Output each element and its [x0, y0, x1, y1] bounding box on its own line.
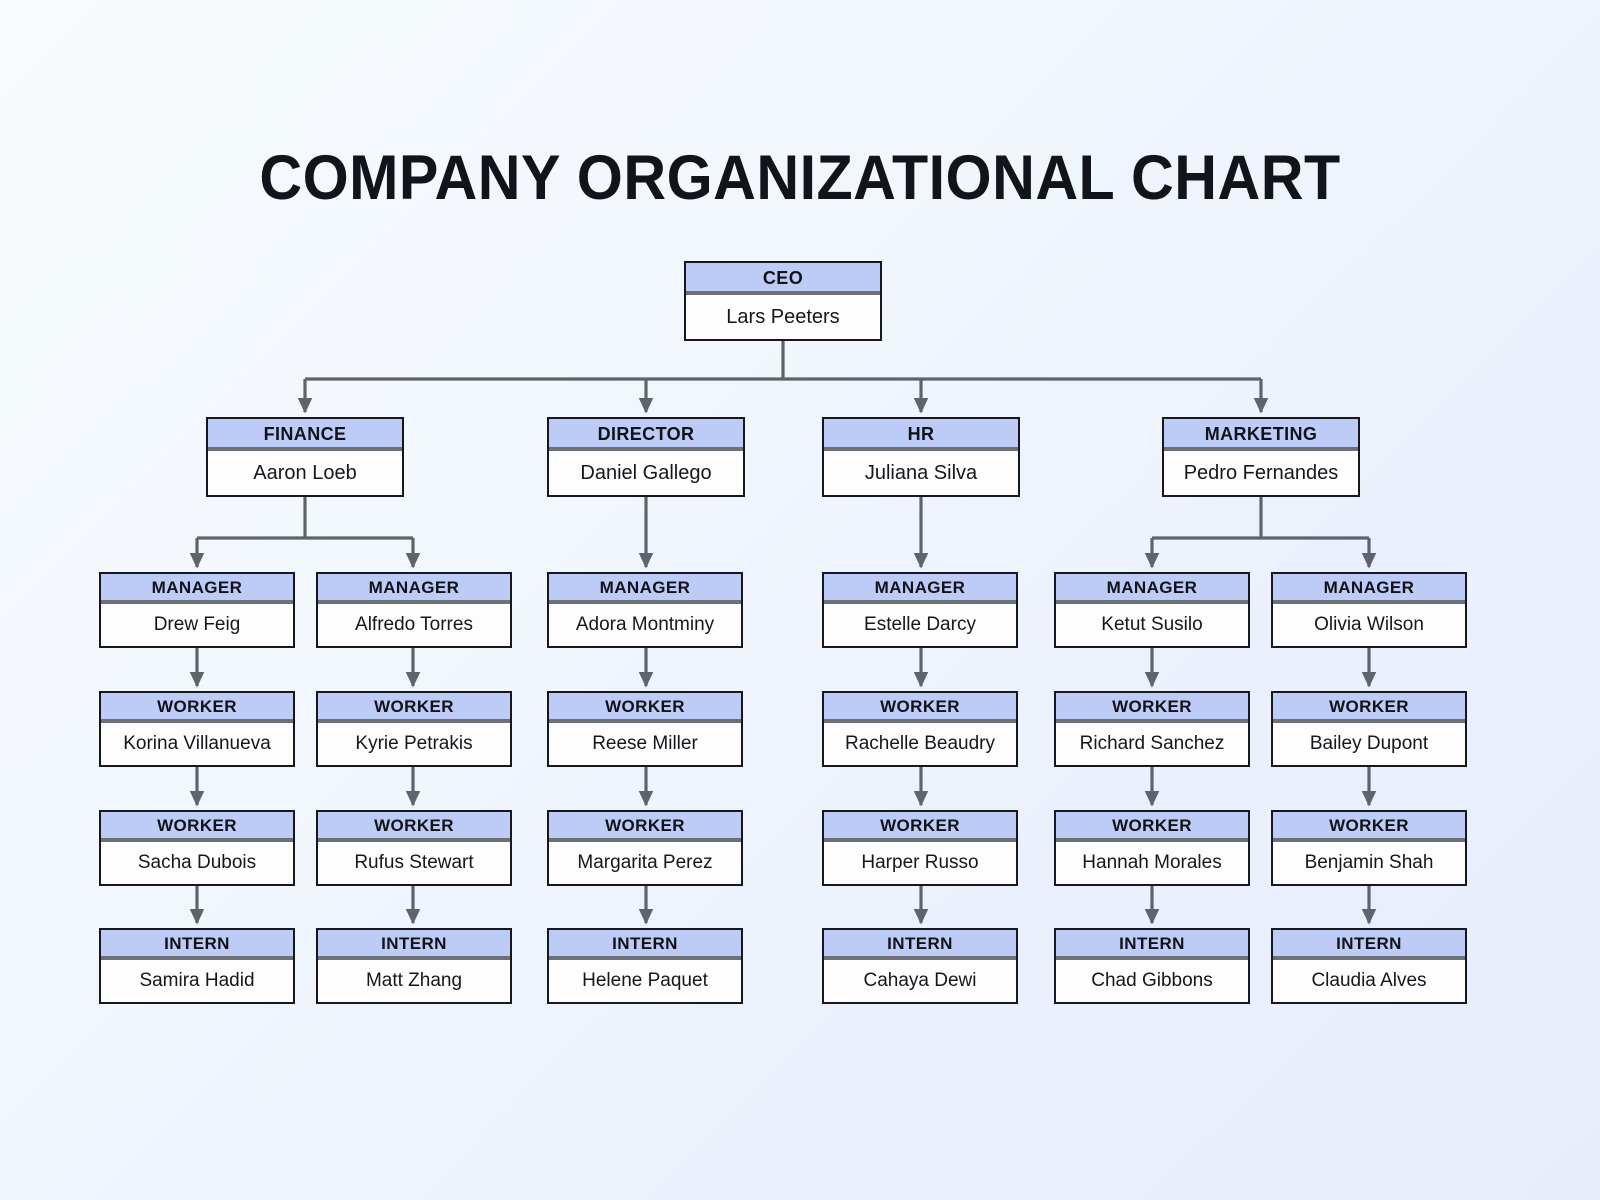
- org-node-role: MANAGER: [549, 574, 741, 604]
- org-node-name: Cahaya Dewi: [824, 960, 1016, 1002]
- org-node-name: Benjamin Shah: [1273, 842, 1465, 884]
- org-node-name: Olivia Wilson: [1273, 604, 1465, 646]
- org-node-name: Richard Sanchez: [1056, 723, 1248, 765]
- org-node-role: MANAGER: [824, 574, 1016, 604]
- org-node-role: WORKER: [318, 812, 510, 842]
- org-node-role: MARKETING: [1164, 419, 1358, 451]
- org-node-name: Rufus Stewart: [318, 842, 510, 884]
- org-node-name: Alfredo Torres: [318, 604, 510, 646]
- org-node-name: Drew Feig: [101, 604, 293, 646]
- org-node-role: HR: [824, 419, 1018, 451]
- org-node-name: Aaron Loeb: [208, 451, 402, 495]
- org-node-role: WORKER: [824, 812, 1016, 842]
- org-node-role: WORKER: [318, 693, 510, 723]
- org-node-name: Hannah Morales: [1056, 842, 1248, 884]
- org-node-name: Korina Villanueva: [101, 723, 293, 765]
- org-node-role: CEO: [686, 263, 880, 295]
- org-node-role: MANAGER: [101, 574, 293, 604]
- org-node-role: MANAGER: [1273, 574, 1465, 604]
- org-node-name: Chad Gibbons: [1056, 960, 1248, 1002]
- org-node-role: WORKER: [1273, 812, 1465, 842]
- org-node-name: Margarita Perez: [549, 842, 741, 884]
- org-node-role: WORKER: [549, 693, 741, 723]
- org-node-name: Samira Hadid: [101, 960, 293, 1002]
- org-node-role: MANAGER: [318, 574, 510, 604]
- org-node-role: MANAGER: [1056, 574, 1248, 604]
- org-node-name: Harper Russo: [824, 842, 1016, 884]
- org-node-role: FINANCE: [208, 419, 402, 451]
- org-node-name: Matt Zhang: [318, 960, 510, 1002]
- org-node-role: INTERN: [824, 930, 1016, 960]
- org-node-name: Sacha Dubois: [101, 842, 293, 884]
- org-node-name: Bailey Dupont: [1273, 723, 1465, 765]
- org-node-role: WORKER: [101, 812, 293, 842]
- org-node-name: Kyrie Petrakis: [318, 723, 510, 765]
- org-node-role: INTERN: [549, 930, 741, 960]
- org-node-name: Rachelle Beaudry: [824, 723, 1016, 765]
- org-node-role: DIRECTOR: [549, 419, 743, 451]
- org-node-name: Reese Miller: [549, 723, 741, 765]
- org-node-role: INTERN: [318, 930, 510, 960]
- org-node-name: Adora Montminy: [549, 604, 741, 646]
- org-node-name: Claudia Alves: [1273, 960, 1465, 1002]
- page-title: COMPANY ORGANIZATIONAL CHART: [259, 143, 1341, 213]
- org-node-role: INTERN: [1273, 930, 1465, 960]
- org-node-role: WORKER: [1273, 693, 1465, 723]
- org-node-role: WORKER: [1056, 812, 1248, 842]
- org-node-role: WORKER: [1056, 693, 1248, 723]
- org-node-name: Lars Peeters: [686, 295, 880, 339]
- org-node-name: Juliana Silva: [824, 451, 1018, 495]
- org-node-name: Pedro Fernandes: [1164, 451, 1358, 495]
- org-node-name: Helene Paquet: [549, 960, 741, 1002]
- org-node-role: WORKER: [101, 693, 293, 723]
- org-node-role: WORKER: [549, 812, 741, 842]
- org-node-name: Estelle Darcy: [824, 604, 1016, 646]
- org-node-role: INTERN: [1056, 930, 1248, 960]
- org-node-role: WORKER: [824, 693, 1016, 723]
- org-node-name: Ketut Susilo: [1056, 604, 1248, 646]
- org-node-name: Daniel Gallego: [549, 451, 743, 495]
- org-node-role: INTERN: [101, 930, 293, 960]
